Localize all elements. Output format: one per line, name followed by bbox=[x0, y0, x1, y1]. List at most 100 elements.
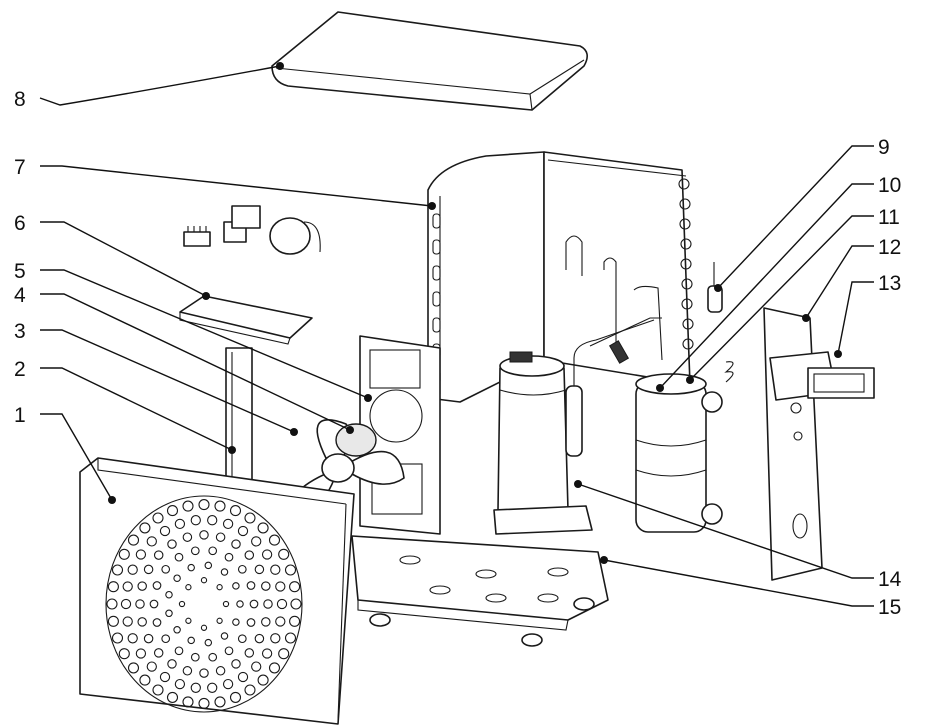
grille-hole bbox=[106, 598, 118, 610]
grille-hole bbox=[224, 646, 234, 656]
motor-support bbox=[225, 347, 253, 499]
grille-hole bbox=[137, 617, 147, 627]
grille-hole bbox=[236, 600, 244, 608]
grille-hole bbox=[135, 648, 147, 659]
front-panel bbox=[79, 457, 355, 725]
grille-hole bbox=[237, 564, 247, 574]
grille-hole bbox=[231, 659, 241, 669]
temperature-sensor-coil bbox=[724, 361, 734, 383]
grille-hole bbox=[153, 648, 164, 658]
grille-hole bbox=[199, 668, 209, 678]
grille-hole bbox=[198, 499, 210, 511]
callout-15: 15 bbox=[878, 596, 901, 619]
grille-hole bbox=[261, 617, 271, 627]
callout-4: 4 bbox=[14, 284, 26, 307]
grille-hole bbox=[159, 525, 171, 537]
grille-hole bbox=[220, 632, 229, 640]
grille-hole bbox=[135, 599, 145, 609]
grille-hole bbox=[215, 532, 226, 542]
callout-5: 5 bbox=[14, 260, 26, 283]
callout-8: 8 bbox=[14, 88, 26, 111]
grille-hole bbox=[190, 652, 200, 662]
grille-hole bbox=[246, 581, 256, 590]
callout-14: 14 bbox=[878, 568, 902, 591]
grille-hole bbox=[231, 539, 241, 549]
grille-hole bbox=[290, 598, 302, 610]
grille-hole bbox=[275, 581, 286, 592]
coil-return-bends bbox=[432, 178, 694, 385]
grille-hole bbox=[122, 581, 133, 592]
grille-hole bbox=[146, 661, 157, 672]
grille-hole bbox=[284, 632, 297, 644]
grille-hole bbox=[182, 696, 194, 708]
callout-12: 12 bbox=[878, 236, 901, 259]
grille-hole bbox=[185, 617, 192, 624]
callout-1: 1 bbox=[14, 404, 26, 427]
grille-hole bbox=[178, 600, 186, 608]
condenser-coil bbox=[427, 151, 694, 403]
grille-hole bbox=[159, 671, 171, 683]
grille-hole bbox=[207, 515, 218, 526]
grille-hole bbox=[135, 549, 147, 560]
grille-hole bbox=[289, 615, 301, 627]
callout-10: 10 bbox=[878, 174, 901, 197]
grille-hole bbox=[200, 577, 208, 584]
grille-hole bbox=[143, 633, 154, 644]
grille-hole bbox=[229, 691, 242, 703]
grille-hole bbox=[200, 624, 208, 631]
grille-hole bbox=[222, 678, 234, 690]
electric-control-plate bbox=[179, 295, 313, 345]
grille-hole bbox=[199, 530, 209, 540]
grille-hole bbox=[174, 646, 184, 656]
grille-hole bbox=[182, 532, 193, 542]
grille-hole bbox=[268, 534, 281, 546]
grille-hole bbox=[204, 638, 213, 647]
grille-hole bbox=[165, 590, 173, 599]
grille-hole bbox=[152, 512, 164, 524]
grille-hole bbox=[111, 632, 124, 644]
grille-hole bbox=[208, 546, 218, 556]
grille-hole bbox=[208, 652, 218, 662]
grille-hole bbox=[216, 584, 223, 591]
grille-hole bbox=[118, 648, 130, 660]
grille-hole bbox=[215, 666, 226, 676]
grille-hole bbox=[268, 662, 281, 674]
grille-hole bbox=[111, 564, 124, 576]
water-heat-exchanger bbox=[635, 373, 723, 533]
grille-hole bbox=[263, 599, 273, 609]
grille-hole bbox=[270, 633, 281, 644]
grille-hole bbox=[127, 534, 140, 546]
callout-3: 3 bbox=[14, 320, 26, 343]
grille-hole bbox=[161, 634, 171, 644]
callout-9: 9 bbox=[878, 136, 890, 159]
grille-hole bbox=[174, 518, 186, 530]
grille-hole bbox=[149, 599, 159, 609]
grille-hole bbox=[185, 584, 192, 591]
grille-hole bbox=[254, 633, 265, 644]
grille-hole bbox=[254, 564, 265, 575]
grille-hole bbox=[152, 581, 162, 590]
grille-hole bbox=[152, 618, 162, 627]
callout-2: 2 bbox=[14, 358, 26, 381]
grille-hole bbox=[261, 549, 273, 560]
grille-hole bbox=[166, 505, 179, 517]
grille-hole bbox=[237, 634, 247, 644]
grille-hole bbox=[167, 539, 177, 549]
grille-hole bbox=[204, 561, 213, 570]
grille-hole bbox=[249, 599, 259, 609]
grille-hole bbox=[237, 671, 249, 683]
grille-hole bbox=[187, 563, 195, 572]
grille-hole bbox=[261, 581, 271, 591]
grille-hole bbox=[257, 674, 269, 686]
grille-hole bbox=[187, 636, 195, 645]
grille-hole bbox=[127, 633, 138, 644]
grille-hole bbox=[161, 564, 171, 574]
grille-hole bbox=[244, 648, 255, 658]
grille-hole bbox=[146, 536, 157, 547]
grille-hole bbox=[153, 550, 164, 560]
grille-hole bbox=[182, 500, 194, 512]
wire-controller bbox=[769, 351, 875, 401]
side-panel bbox=[763, 307, 823, 581]
grille-hole bbox=[207, 682, 218, 693]
